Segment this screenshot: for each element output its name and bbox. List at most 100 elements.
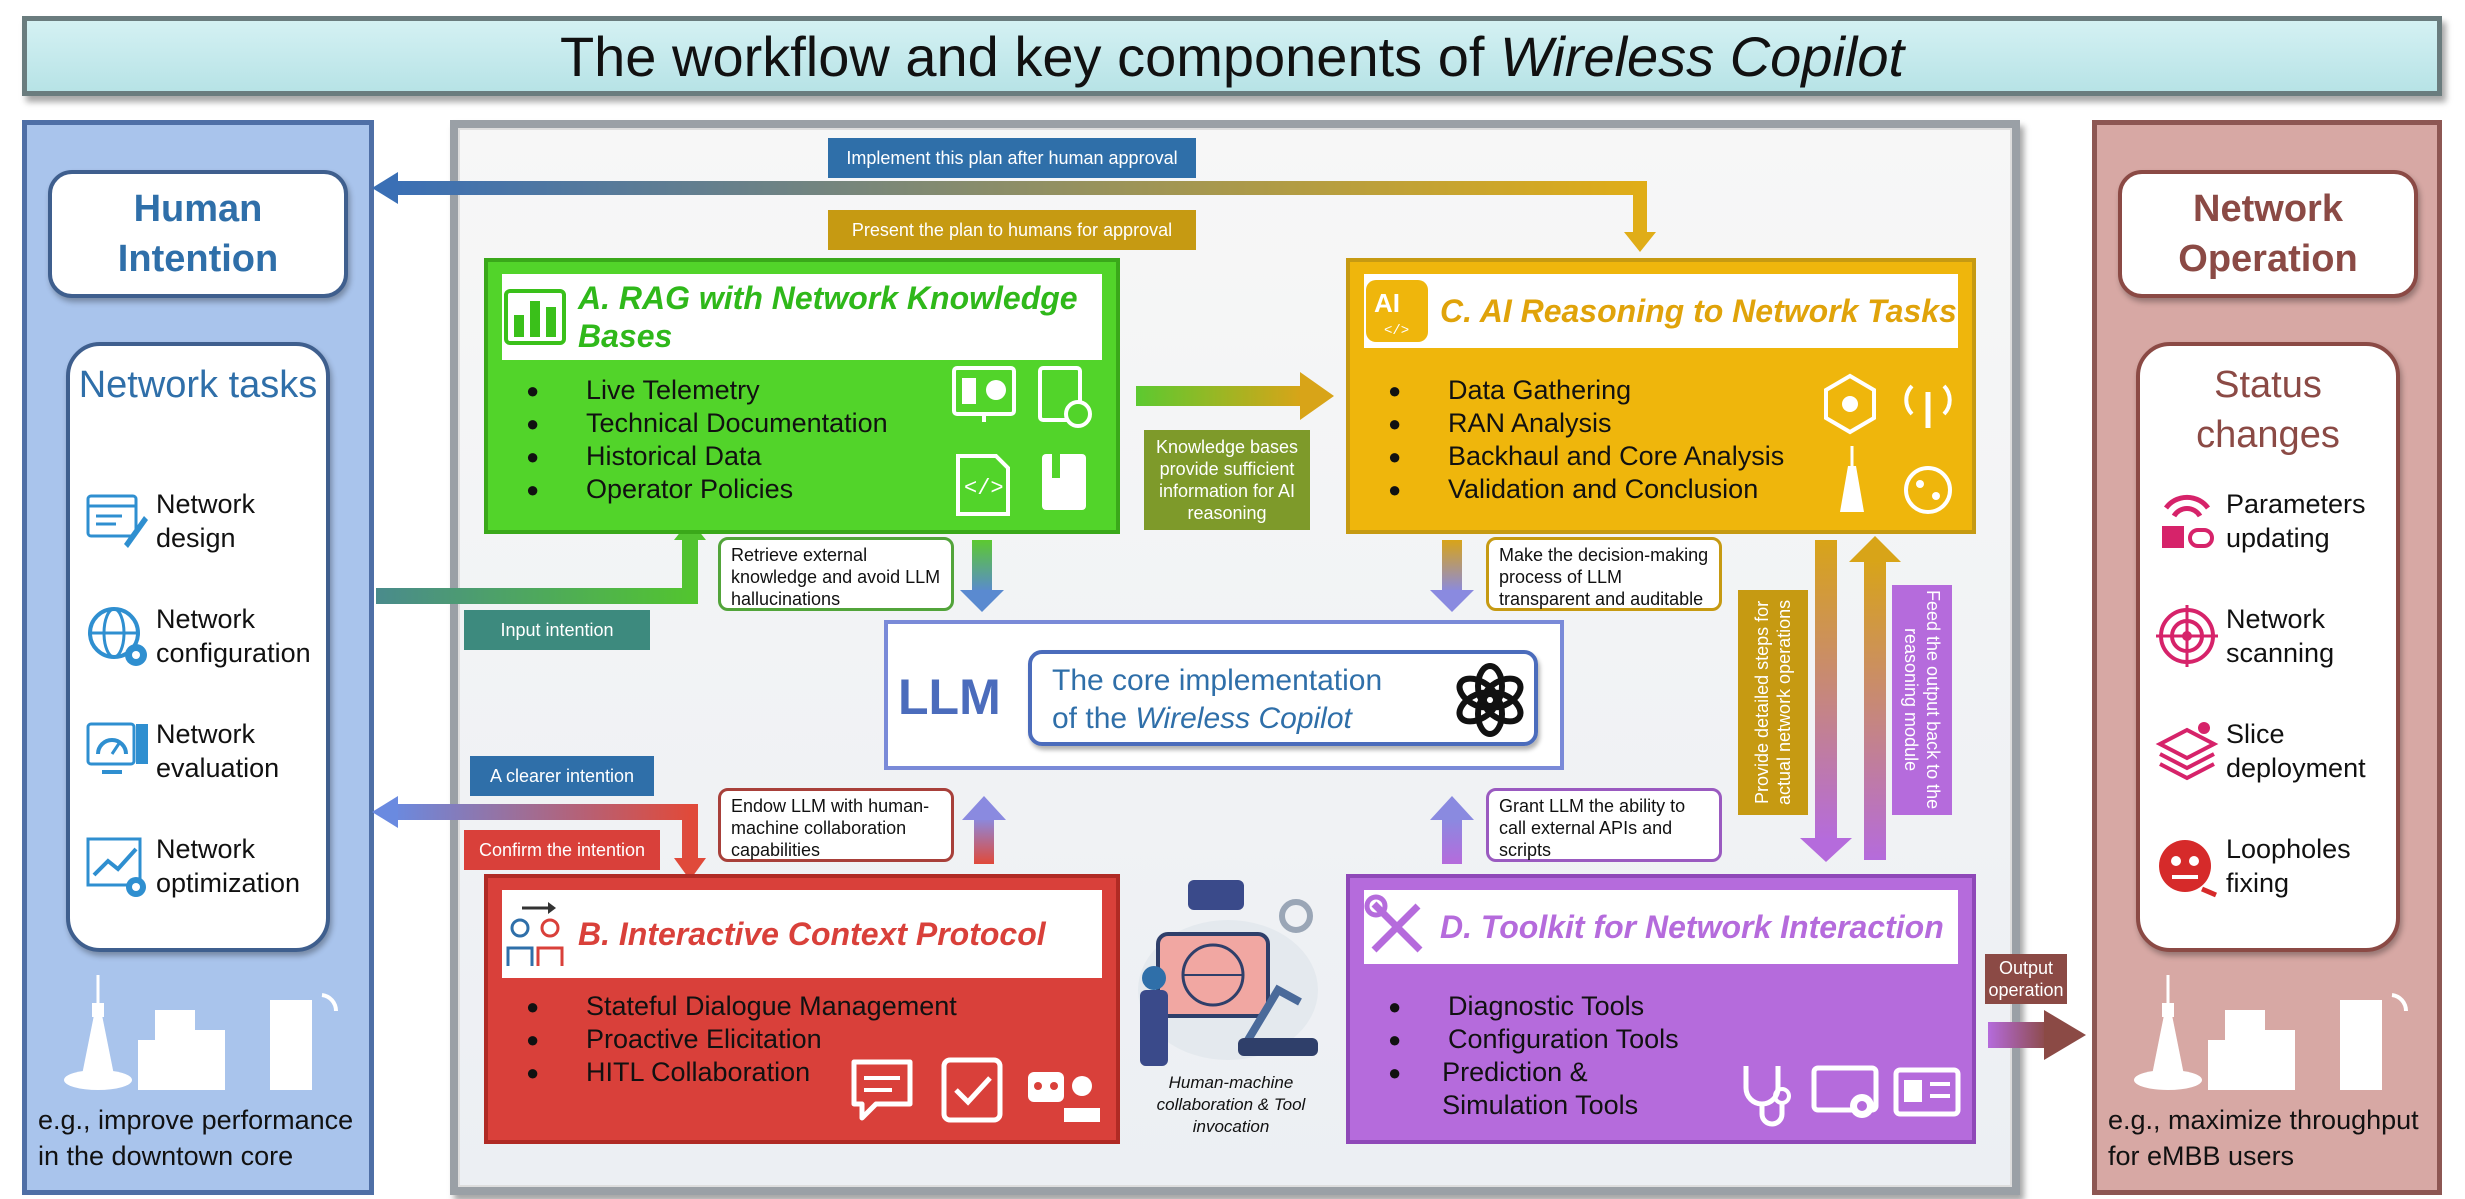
module-a-item: Historical Data: [526, 440, 888, 473]
brain-circuit-icon: [1904, 466, 1952, 514]
core-line2: of the Wireless Copilot: [1052, 700, 1352, 738]
ai-chip-icon: AI</>: [1366, 280, 1428, 342]
module-a-item: Operator Policies: [526, 473, 888, 506]
module-a-item: Live Telemetry: [526, 374, 888, 407]
left-example: e.g., improve performance in the downtow…: [38, 1105, 354, 1171]
implement-plan-label: Implement this plan after human approval: [828, 138, 1196, 178]
module-a-item: Technical Documentation: [526, 407, 888, 440]
task-network-configuration: Network configuration: [82, 601, 332, 671]
change-label: Slice deployment: [2226, 719, 2366, 783]
module-c-list: Data Gathering RAN Analysis Backhaul and…: [1388, 374, 1784, 506]
module-a-list: Live Telemetry Technical Documentation H…: [526, 374, 888, 506]
tower-icon: [1840, 446, 1864, 512]
module-d-icons: [1743, 1065, 1961, 1127]
decision-note: Make the decision-making process of LLM …: [1486, 537, 1722, 611]
id-card-icon: [1893, 1067, 1961, 1117]
monitor-gear-icon: [1811, 1065, 1879, 1118]
antenna-signal-icon: [1904, 384, 1952, 428]
network-tasks-box: Network tasks Network design Network con…: [66, 342, 330, 952]
change-network-scanning: Network scanning: [2152, 601, 2402, 671]
human-intention-header: Human Intention: [48, 170, 348, 298]
module-b-list: Stateful Dialogue Management Proactive E…: [526, 990, 957, 1089]
parameters-updating-icon: [2162, 494, 2214, 548]
network-design-icon: [86, 494, 148, 548]
present-plan-label: Present the plan to humans for approval: [828, 210, 1196, 250]
module-d-header: D. Toolkit for Network Interaction: [1364, 890, 1958, 964]
human-machine-caption: Human-machine collaboration & Tool invoc…: [1156, 1073, 1306, 1136]
module-c-header: AI</> C. AI Reasoning to Network Tasks: [1364, 274, 1958, 348]
detailed-steps-label: Provide detailed steps for actual networ…: [1738, 590, 1808, 815]
module-a-title: A. RAG with Network Knowledge Bases: [578, 280, 1078, 354]
output-operation-label: Output operation: [1985, 954, 2067, 1004]
ai-chip-text: AI: [1374, 288, 1400, 318]
feed-back-label: Feed the output back to the reasoning mo…: [1892, 585, 1952, 815]
core-implementation-box: The core implementation of the Wireless …: [1028, 650, 1538, 746]
chat-bubble-icon: [851, 1059, 913, 1121]
module-c-item: Data Gathering: [1388, 374, 1784, 407]
stack-layers-icon: [2155, 722, 2219, 781]
change-loopholes-fixing: Loopholes fixing: [2152, 831, 2402, 901]
module-d-item: Diagnostic Tools: [1388, 990, 1688, 1023]
status-changes-title: Status changes: [2196, 364, 2340, 456]
module-d-toolkit: D. Toolkit for Network Interaction Diagn…: [1346, 874, 1976, 1144]
page-title: The workflow and key components of Wirel…: [22, 16, 2442, 96]
task-network-evaluation: Network evaluation: [82, 716, 332, 786]
module-b-interactive-context: B. Interactive Context Protocol Stateful…: [484, 874, 1120, 1144]
change-label: Parameters updating: [2226, 489, 2366, 553]
right-example: e.g., maximize throughput for eMBB users: [2108, 1105, 2419, 1171]
module-b-item: HITL Collaboration: [526, 1056, 957, 1089]
kb-sufficient-label: Knowledge bases provide sufficient infor…: [1144, 430, 1310, 530]
module-a-icons: </>: [952, 366, 1092, 516]
svg-text:</>: </>: [964, 476, 1004, 501]
stethoscope-icon: [1743, 1066, 1791, 1127]
collaboration-people-icon: [506, 902, 564, 966]
llm-box: LLM The core implementation of the Wirel…: [884, 620, 1564, 770]
code-file-icon: </>: [956, 454, 1010, 516]
network-operation-header: Network Operation: [2118, 170, 2418, 298]
task-label: Network optimization: [156, 834, 301, 898]
module-c-ai-reasoning: AI</> C. AI Reasoning to Network Tasks D…: [1346, 258, 1976, 534]
module-b-icons: [851, 1057, 1100, 1123]
core-line2-italic: Wireless Copilot: [1135, 702, 1352, 735]
clearer-intention-label: A clearer intention: [470, 756, 654, 796]
module-c-item: Validation and Conclusion: [1388, 473, 1784, 506]
module-d-item: Configuration Tools: [1388, 1023, 1688, 1056]
change-parameters-updating: Parameters updating: [2152, 486, 2402, 556]
module-c-title: C. AI Reasoning to Network Tasks: [1440, 293, 1957, 329]
dashboard-icon: [952, 366, 1016, 422]
change-slice-deployment: Slice deployment: [2152, 716, 2402, 786]
title-italic: Wireless Copilot: [1499, 24, 1905, 88]
openai-logo-icon: [1456, 663, 1524, 737]
city-skyline-icon: [64, 975, 339, 1090]
globe-gear-icon: [88, 607, 147, 666]
input-intention-label: Input intention: [464, 610, 650, 650]
bug-fix-icon: [2159, 840, 2217, 898]
trend-gear-icon: [86, 837, 146, 897]
module-a-header: A. RAG with Network Knowledge Bases: [502, 274, 1102, 360]
core-line2-prefix: of the: [1052, 702, 1136, 735]
module-c-item: RAN Analysis: [1388, 407, 1784, 440]
checklist-icon: [941, 1057, 1003, 1123]
core-line1: The core implementation: [1052, 664, 1383, 697]
radar-scan-icon: [2156, 605, 2218, 667]
change-label: Network scanning: [2226, 604, 2335, 668]
module-d-title: D. Toolkit for Network Interaction: [1440, 909, 1944, 945]
wrench-screwdriver-icon: [1364, 894, 1423, 953]
task-network-optimization: Network optimization: [82, 831, 332, 901]
task-label: Network configuration: [156, 604, 311, 668]
document-clock-icon: [1038, 366, 1092, 428]
robot-user-icon: [1028, 1072, 1100, 1122]
change-label: Loopholes fixing: [2226, 834, 2351, 898]
module-b-item: Proactive Elicitation: [526, 1023, 957, 1056]
title-prefix: The workflow and key components of: [559, 24, 1485, 88]
module-a-rag: A. RAG with Network Knowledge Bases Live…: [484, 258, 1120, 534]
module-b-title: B. Interactive Context Protocol: [578, 916, 1046, 952]
city-skyline-icon: [2134, 975, 2409, 1090]
speedometer-monitor-icon: [86, 722, 148, 774]
human-machine-illustration: [1138, 880, 1318, 1066]
network-tasks-title: Network tasks: [78, 364, 318, 406]
status-changes-box: Status changes Parameters updating Netwo…: [2136, 342, 2400, 952]
retrieve-note: Retrieve external knowledge and avoid LL…: [718, 537, 954, 611]
module-d-item: Prediction & Simulation Tools: [1388, 1056, 1688, 1122]
